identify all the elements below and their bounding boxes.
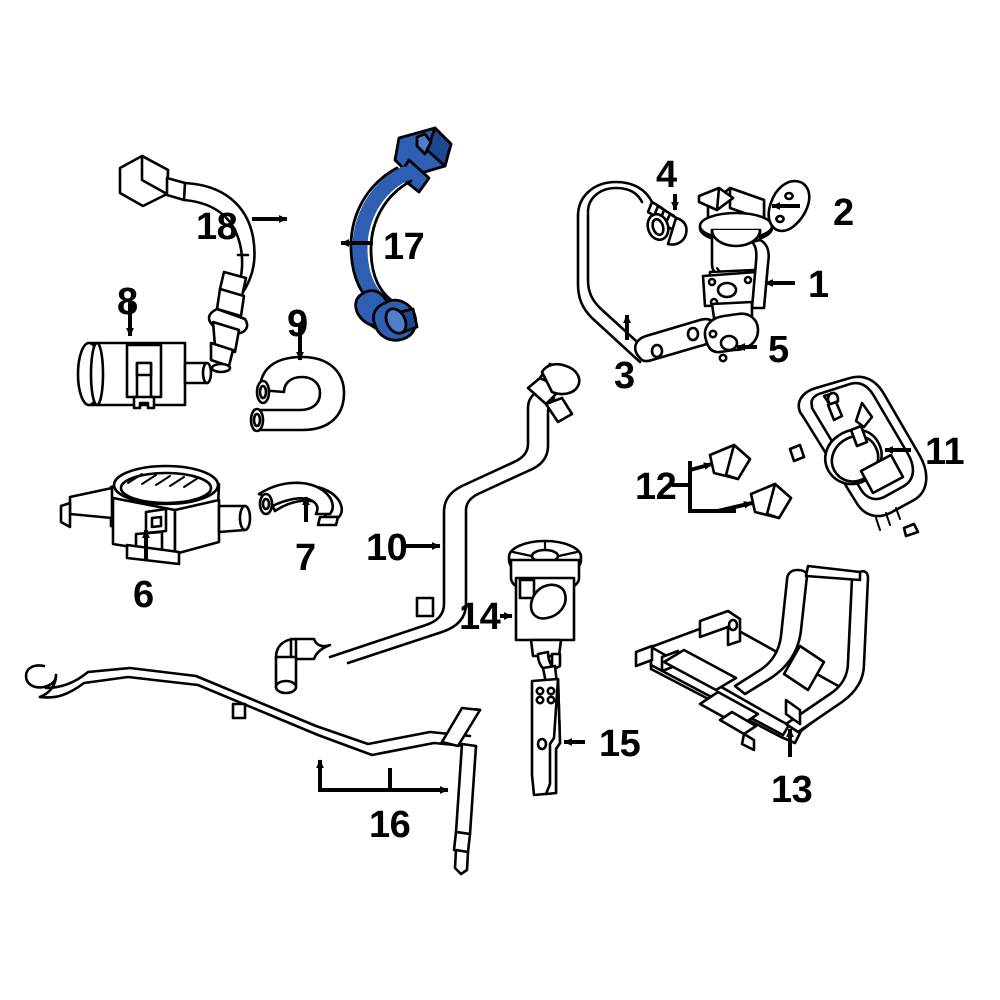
callout-13: 13 [771,769,813,811]
leader-lines [126,194,911,757]
part-5-egr-tube-gasket [703,312,760,363]
callout-14: 14 [459,596,501,638]
callout-15: 15 [599,723,641,765]
part-14-canister-filter [507,539,583,694]
part-15-mounting-bracket [530,677,562,797]
part-11-vapor-canister [788,375,928,538]
callout-11: 11 [925,431,965,473]
callout-7: 7 [295,537,316,579]
callout-3: 3 [614,355,635,397]
callout-10: 10 [366,527,408,569]
part-8-purge-solenoid [76,341,213,410]
leader-16 [316,759,449,794]
callout-17: 17 [383,226,425,268]
part-13-canister-bracket [634,564,870,752]
callout-1: 1 [808,264,829,306]
leader-12 [672,461,753,513]
callout-6: 6 [133,574,154,616]
part-7-vapor-hose-short [257,481,344,527]
part-16-fuel-vapor-line [24,664,482,876]
callout-2: 2 [833,192,854,234]
callout-5: 5 [768,329,789,371]
part-12-retainer-clips [708,443,793,520]
callout-16: 16 [369,804,411,846]
part-9-vapor-hose-u [249,355,346,433]
part-3-egr-tube [576,180,718,364]
part-6-leak-detection-pump [59,464,252,566]
part-1-egr-valve [697,186,774,320]
part-17-oxygen-sensor-highlighted [349,126,453,342]
callout-4: 4 [656,154,677,196]
part-10-vapor-tube [274,362,581,695]
callout-12: 12 [635,466,677,508]
part-4-egr-tube-seal [646,212,670,242]
callout-9: 9 [287,303,308,345]
callout-8: 8 [117,281,138,323]
part-18-oxygen-sensor [118,154,256,374]
callout-18: 18 [196,206,238,248]
